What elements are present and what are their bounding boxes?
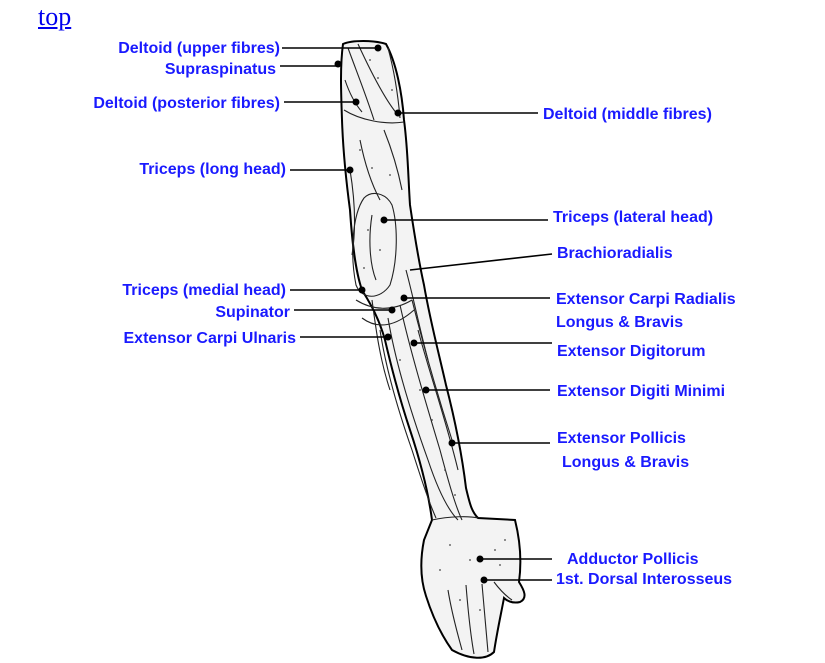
label-text: Extensor Pollicis: [557, 430, 686, 447]
label-text: Extensor Digitorum: [557, 343, 705, 360]
label-text: Deltoid (posterior fibres): [93, 95, 280, 112]
label-text: Supinator: [215, 304, 290, 321]
label-text: Triceps (lateral head): [553, 209, 713, 226]
label-text: Adductor Pollicis: [567, 551, 699, 568]
label-triceps-lateral: Triceps (lateral head): [381, 209, 714, 226]
label-extensor-carpi-ulnaris: Extensor Carpi Ulnaris: [124, 330, 392, 347]
label-text: Longus & Bravis: [556, 314, 683, 331]
label-deltoid-middle: Deltoid (middle fibres): [395, 106, 712, 123]
label-text: Supraspinatus: [165, 61, 276, 78]
label-text: Longus & Bravis: [562, 454, 689, 471]
label-extensor-pollicis: Extensor Pollicis Longus & Bravis: [449, 430, 690, 471]
label-brachioradialis: Brachioradialis: [410, 245, 673, 270]
label-text: Deltoid (middle fibres): [543, 106, 712, 123]
label-extensor-digiti-minimi: Extensor Digiti Minimi: [423, 383, 726, 400]
label-text: Extensor Digiti Minimi: [557, 383, 725, 400]
label-text: Triceps (medial head): [122, 282, 286, 299]
label-supinator: Supinator: [215, 304, 395, 321]
label-extensor-carpi-radialis: Extensor Carpi Radialis Longus & Bravis: [401, 291, 736, 331]
label-text: Extensor Carpi Ulnaris: [124, 330, 297, 347]
label-triceps-long: Triceps (long head): [139, 161, 353, 178]
label-text: 1st. Dorsal Interosseus: [556, 571, 732, 588]
label-text: Deltoid (upper fibres): [118, 40, 280, 57]
arm-illustration: [341, 41, 525, 658]
label-extensor-digitorum: Extensor Digitorum: [411, 340, 706, 361]
label-text: Triceps (long head): [139, 161, 286, 178]
label-deltoid-posterior: Deltoid (posterior fibres): [93, 95, 359, 112]
label-text: Brachioradialis: [557, 245, 673, 262]
label-text: Extensor Carpi Radialis: [556, 291, 736, 308]
label-supraspinatus: Supraspinatus: [165, 61, 342, 79]
label-triceps-medial: Triceps (medial head): [122, 282, 365, 299]
